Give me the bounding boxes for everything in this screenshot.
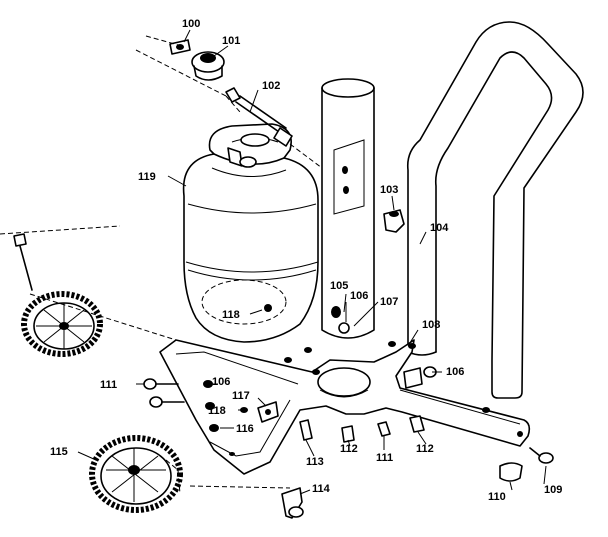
callout-114: 114 bbox=[312, 483, 331, 495]
base-frame bbox=[159, 339, 531, 475]
callout-100: 100 bbox=[182, 18, 200, 30]
callout-118-base: 118 bbox=[208, 405, 226, 417]
callout-112-right: 112 bbox=[416, 443, 434, 455]
propane-tank bbox=[182, 123, 319, 343]
hardware bbox=[0, 225, 554, 519]
callout-110: 110 bbox=[488, 491, 506, 503]
callout-115: 115 bbox=[50, 446, 68, 458]
callout-119: 119 bbox=[138, 171, 156, 183]
callout-101: 101 bbox=[222, 35, 240, 47]
callout-106-upper: 106 bbox=[350, 290, 368, 302]
wheel-lower bbox=[89, 435, 183, 513]
elbow-fitting bbox=[383, 209, 405, 233]
callout-113: 113 bbox=[306, 456, 324, 468]
callout-116: 116 bbox=[236, 423, 254, 435]
callout-111-bottom: 111 bbox=[376, 452, 393, 464]
callout-108: 108 bbox=[422, 319, 440, 331]
regulator-assembly bbox=[135, 35, 323, 169]
callout-107: 107 bbox=[380, 296, 398, 308]
callout-109: 109 bbox=[544, 484, 562, 496]
leader-lines bbox=[77, 29, 547, 495]
tube-column bbox=[321, 78, 375, 339]
callout-labels: 100 101 102 103 104 105 106 106 106 107 … bbox=[50, 18, 562, 503]
callout-104: 104 bbox=[430, 222, 449, 234]
callout-111-left: 111 bbox=[100, 379, 117, 391]
callout-112-left: 112 bbox=[340, 443, 358, 455]
callout-105: 105 bbox=[330, 280, 348, 292]
handle bbox=[406, 21, 584, 399]
callout-106-right: 106 bbox=[446, 366, 464, 378]
callout-117: 117 bbox=[232, 390, 250, 402]
callout-102: 102 bbox=[262, 80, 280, 92]
callout-103: 103 bbox=[380, 184, 398, 196]
callout-106-left: 106 bbox=[212, 376, 230, 388]
callout-118-tank: 118 bbox=[222, 309, 240, 321]
wheel-upper bbox=[21, 291, 103, 357]
